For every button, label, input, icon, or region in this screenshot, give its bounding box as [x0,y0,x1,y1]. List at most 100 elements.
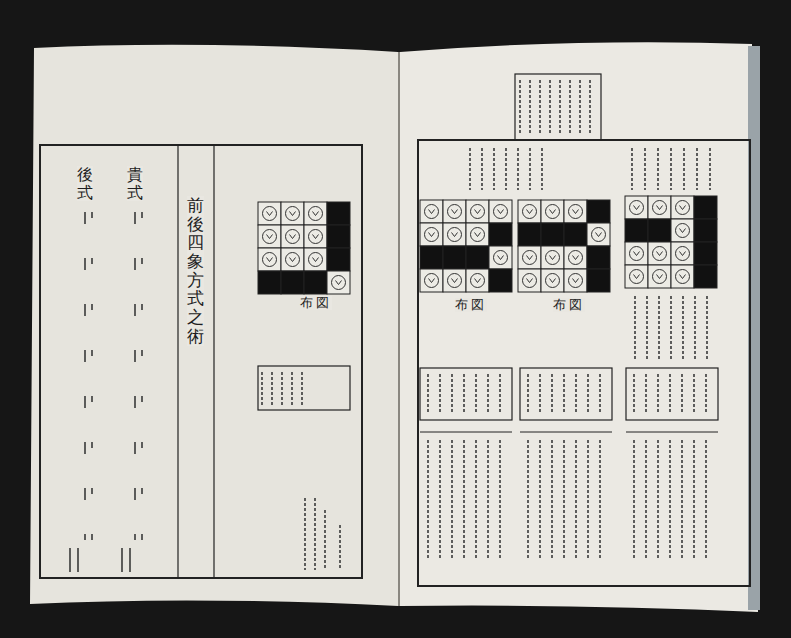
grid-cell [327,202,350,225]
page-frame [515,74,601,140]
cell-mark [653,201,667,215]
grid-cell [258,248,281,271]
grid-cell [564,223,587,246]
formula-heading: 後式 [77,166,93,201]
print-column [587,374,589,414]
grid-cell [420,200,443,223]
cell-mark [523,274,537,288]
print-column [463,440,465,560]
figure-label: 布図 [455,298,487,312]
print-columns [683,148,685,190]
page-frame [418,140,750,586]
print-columns [646,296,648,360]
cell-mark [573,210,579,214]
cell-mark [263,253,277,267]
print-columns [559,80,561,134]
print-columns [291,372,293,405]
cell-mark [676,247,690,261]
grid-cell [304,271,327,294]
print-column [633,440,635,560]
grid-cell [625,196,648,219]
print-columns [541,148,543,190]
grid-cell [443,223,466,246]
print-columns [261,372,263,405]
cell-mark [546,251,560,265]
print-column [451,374,453,414]
grid-cell [587,269,610,292]
print-columns [709,148,711,190]
cell-mark [527,256,533,260]
print-column [575,374,577,414]
cell-mark [452,233,458,237]
print-columns [529,148,531,190]
cell-mark [498,210,504,214]
grid-cell [564,200,587,223]
page-frame [40,74,750,586]
cell-mark [523,251,537,265]
print-columns [696,148,698,190]
print-column [439,440,441,560]
cell-mark [569,205,583,219]
print-column [551,374,553,414]
print-columns [77,548,79,572]
cell-mark [429,233,435,237]
cell-mark [429,210,435,214]
print-columns [314,498,316,570]
print-column [499,374,501,414]
cell-mark [263,230,277,244]
table-box [258,366,350,410]
cell-mark [680,206,686,210]
print-columns [339,525,341,570]
cell-mark [475,210,481,214]
grid-cell [466,246,489,269]
cell-mark [527,210,533,214]
print-columns [91,212,93,540]
print-column [681,440,683,560]
cell-mark [286,207,300,221]
grid-cell [281,248,304,271]
cell-mark [680,252,686,256]
grid-cell [304,248,327,271]
cell-mark [309,207,323,221]
cell-mark [448,205,462,219]
cell-mark [309,253,323,267]
left-page [30,45,398,606]
right-page [400,42,758,612]
cell-mark [448,274,462,288]
formula-heading: 貴式 [127,166,143,201]
cell-mark [471,274,485,288]
table-rule [626,432,718,433]
cell-mark [267,258,273,262]
print-columns [324,510,326,570]
grid-cell [443,246,466,269]
grid-cell [466,269,489,292]
print-columns [569,80,571,134]
print-columns [519,80,521,134]
grid-cell [281,225,304,248]
cell-mark [653,247,667,261]
cell-mark [475,279,481,283]
print-columns [589,80,591,134]
print-column [599,440,601,560]
grid-cell [587,200,610,223]
print-columns [549,80,551,134]
cell-mark [313,212,319,216]
grid-cell [671,219,694,242]
grid-cell [327,271,350,294]
cell-mark [332,276,346,290]
print-column [487,374,489,414]
cell-mark [630,270,644,284]
print-column [575,440,577,560]
grid-cell [304,202,327,225]
print-column [705,374,707,414]
print-columns [134,212,136,540]
print-columns [539,80,541,134]
print-column [693,374,695,414]
cell-mark [452,210,458,214]
gutter [398,52,400,606]
grid-cell [625,219,648,242]
cell-mark [494,205,508,219]
cell-mark [573,256,579,260]
print-column [463,374,465,414]
grid-cell [281,271,304,294]
